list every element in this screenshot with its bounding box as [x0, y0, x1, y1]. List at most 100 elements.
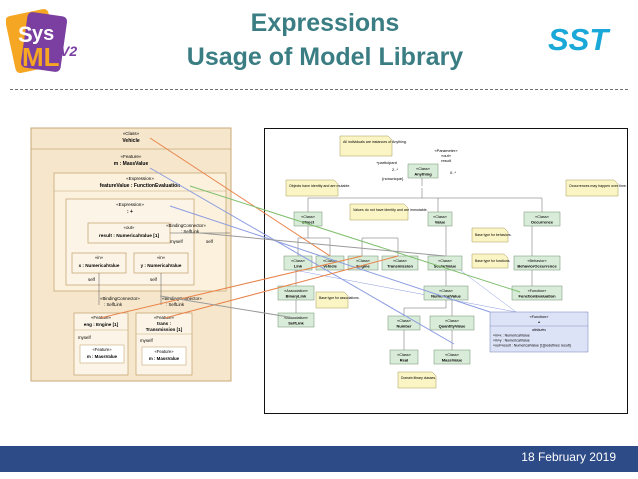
eng-stereotype: «Feature» [91, 315, 112, 320]
brand-label: SST [548, 22, 609, 57]
class-occurrence: «Class» Occurrence [523, 211, 561, 227]
x-param-stereotype: «in» [95, 255, 104, 260]
note-domain-library: Domain library classes. [397, 371, 437, 389]
x-param-name: x : NumericalValue [79, 263, 120, 268]
class-mass-value: «Class» MassValue [433, 349, 471, 365]
class-quantity-value: «Class» QuantityValue [429, 315, 475, 331]
trans-mass-box [141, 346, 187, 366]
y-param-name: y : NumericalValue [141, 263, 182, 268]
svg-text:Link: Link [294, 264, 303, 269]
sysml-v2-logo: S ys ML V2 [6, 8, 77, 74]
svg-text:«Class»: «Class» [301, 215, 315, 219]
parameter-direction: «out» [441, 153, 452, 158]
result-stereotype: «out» [124, 225, 136, 230]
bc-right-name: : SelfLink [166, 302, 185, 307]
svg-text:«Class»: «Class» [397, 353, 411, 357]
svg-text:Occurrence: Occurrence [531, 220, 554, 225]
eng-mass-name: m : MassValue [87, 354, 118, 359]
bc-right-stereotype: «BindingConnector» [162, 296, 202, 301]
class-binary-link: «Association» BinaryLink [277, 285, 315, 301]
class-behavior-occurrence: «Behavior» BehaviorOccurrence [513, 255, 561, 271]
parameter-stereotype: «Parameter» [434, 148, 458, 153]
svg-text:S: S [18, 22, 33, 47]
note-behaviors: Base type for behaviors. [471, 227, 512, 243]
svg-text:SelfLink: SelfLink [288, 321, 304, 326]
trans-mass-name: m : MassValue [149, 356, 180, 361]
svg-text:BinaryLink: BinaryLink [286, 294, 307, 299]
svg-text:«Class»: «Class» [356, 259, 370, 263]
svg-text:«out»result : NumericalValue [: «out»result : NumericalValue [1]{redefin… [493, 344, 572, 348]
svg-text:Base type for behaviors.: Base type for behaviors. [475, 233, 512, 237]
svg-text:Anything: Anything [414, 172, 432, 177]
eng-myself-label: myself [78, 335, 91, 340]
svg-text:«Class»: «Class» [416, 167, 430, 171]
svg-text:QuantityValue: QuantityValue [439, 324, 466, 329]
svg-text:Vehicle: Vehicle [323, 264, 338, 269]
header-divider [10, 89, 628, 90]
function-plus: «Function» + attributes «in»x : Numerica… [489, 311, 589, 353]
vehicle-stereotype: «Class» [123, 131, 140, 136]
svg-text:«Class»: «Class» [433, 215, 447, 219]
mass-feature-name: m : MassValue [114, 161, 149, 167]
trans-name-2: Transmission [1] [146, 327, 183, 332]
svg-text:FunctionEvaluation: FunctionEvaluation [518, 294, 556, 299]
eng-mass-stereotype: «Feature» [92, 347, 112, 352]
svg-text:«Class»: «Class» [393, 259, 407, 263]
model-library-diagram: All individuals are instances of Anythin… [264, 128, 628, 414]
title-line-1: Expressions [250, 9, 400, 37]
class-object: «Class» Object [293, 211, 323, 227]
svg-text:+: + [538, 320, 541, 325]
svg-text:«Class»: «Class» [438, 259, 452, 263]
feature-value-name: featureValue : FunctionEvaluation [100, 183, 181, 189]
note-occurrences: Occurrences may happen over time. [565, 179, 627, 197]
svg-text:«Class»: «Class» [445, 353, 459, 357]
svg-text:«Function»: «Function» [530, 315, 549, 319]
trans-name-1: trans : [157, 321, 172, 326]
class-transmission: «Class» Transmission [381, 255, 419, 271]
inner-expression-name: : + [127, 209, 133, 215]
svg-text:ML: ML [22, 42, 60, 72]
svg-text:«Behavior»: «Behavior» [527, 259, 546, 263]
participant-nonunique: {nonunique} [382, 176, 404, 181]
mass-feature-stereotype: «Feature» [121, 154, 142, 159]
svg-text:Number: Number [396, 324, 412, 329]
svg-text:«Class»: «Class» [291, 259, 305, 263]
class-number: «Class» Number [387, 315, 421, 331]
note-functions: Base type for functions. [471, 253, 510, 269]
eng-name: eng : Engine [1] [84, 322, 119, 327]
class-engine: «Class» Engine [347, 255, 379, 271]
svg-text:ys: ys [32, 23, 54, 45]
svg-text:«in»x : NumericalValue: «in»x : NumericalValue [493, 334, 530, 338]
svg-text:ScalarValue: ScalarValue [434, 264, 457, 269]
class-function-evaluation: «Function» FunctionEvaluation [511, 285, 563, 301]
svg-text:Transmission: Transmission [387, 264, 413, 269]
page-title: Expressions Usage of Model Library [130, 6, 520, 74]
svg-text:«Association»: «Association» [284, 289, 308, 293]
bc-left-name: : SelfLink [104, 302, 123, 307]
title-line-2: Usage of Model Library [186, 43, 464, 71]
note-all-individuals: All individuals are instances of Anythin… [339, 135, 407, 157]
svg-text:Occurrences may happen over ti: Occurrences may happen over time. [569, 184, 627, 188]
svg-text:MassValue: MassValue [442, 358, 463, 363]
svg-text:Real: Real [400, 358, 408, 363]
self-label-x: self [88, 277, 96, 282]
bc-left-stereotype: «BindingConnector» [100, 296, 140, 301]
trans-mass-stereotype: «Feature» [154, 349, 174, 354]
svg-text:«Function»: «Function» [528, 289, 547, 293]
svg-text:Base type for functions.: Base type for functions. [475, 259, 510, 263]
svg-text:«Association»: «Association» [284, 316, 308, 320]
parameter-mult: 0..* [450, 170, 456, 175]
svg-text:Values do not have identity an: Values do not have identity and are immu… [353, 208, 428, 212]
y-param-stereotype: «in» [157, 255, 166, 260]
class-anything: «Class» Anything [407, 163, 439, 179]
svg-text:«Class»: «Class» [397, 319, 411, 323]
participant-label: +participant [376, 160, 398, 165]
svg-text:BehaviorOccurrence: BehaviorOccurrence [517, 264, 557, 269]
svg-text:«Class»: «Class» [535, 215, 549, 219]
class-link: «Class» Link [283, 255, 313, 271]
svg-text:«Class»: «Class» [445, 319, 459, 323]
class-vehicle: «Class» Vehicle [315, 255, 345, 271]
class-scalar-value: «Class» ScalarValue [427, 255, 463, 271]
svg-text:attributes: attributes [532, 328, 546, 332]
svg-text:Objects have identity and are: Objects have identity and are mutable. [289, 184, 350, 188]
